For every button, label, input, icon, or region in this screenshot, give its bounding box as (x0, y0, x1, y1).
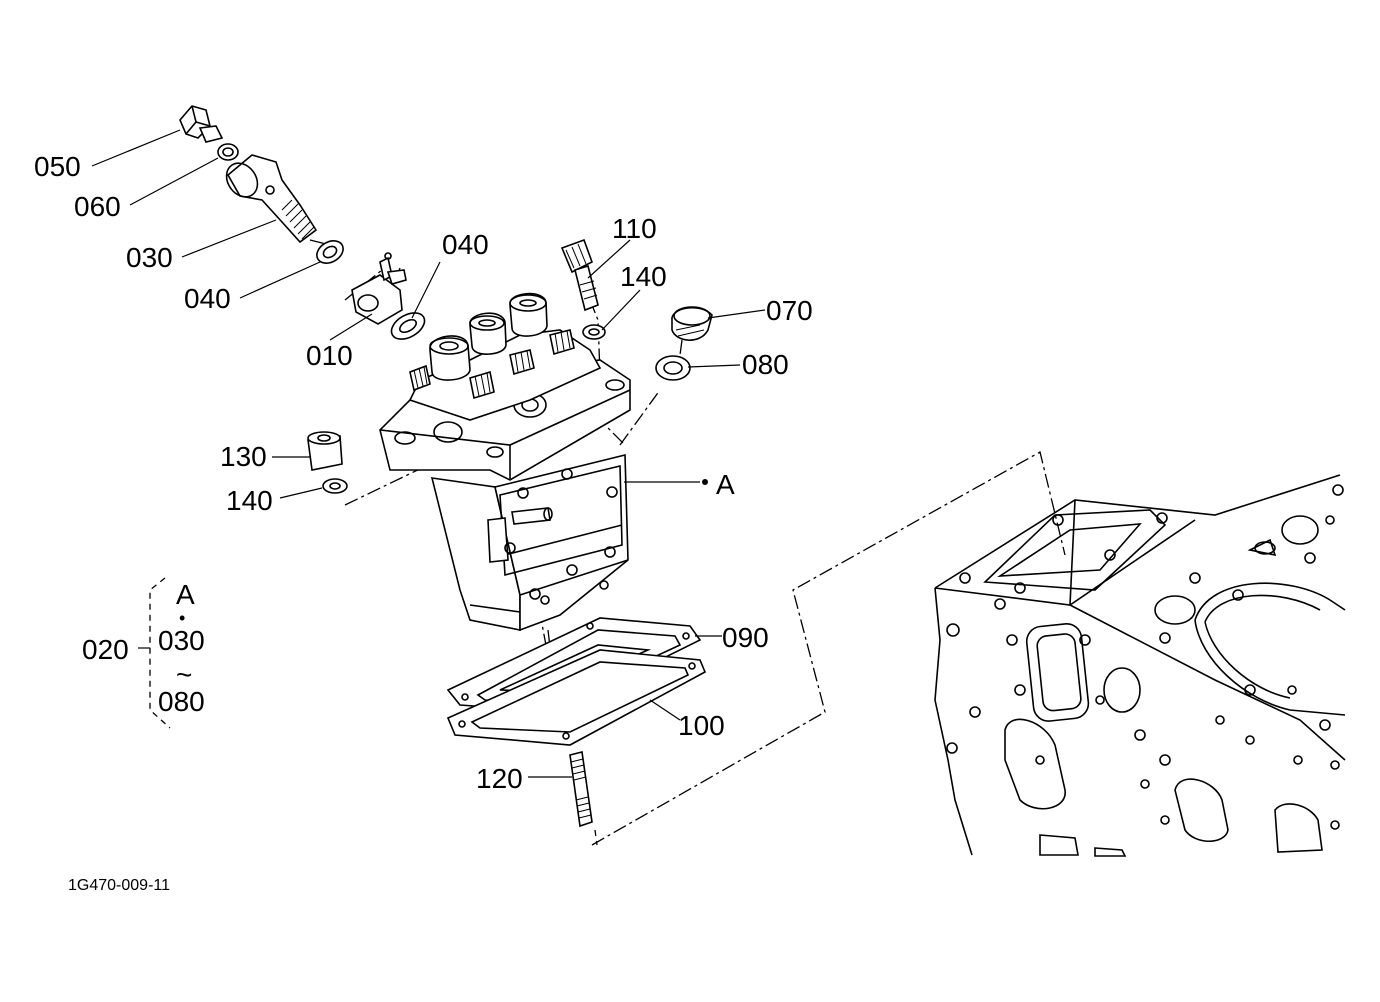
gasket-100 (446, 649, 707, 746)
label-080: 080 (742, 349, 789, 380)
group-line-A: A (176, 579, 195, 610)
label-040-b: 040 (442, 229, 489, 260)
collar-130 (307, 431, 343, 471)
reference-code: 1G470-009-11 (68, 877, 170, 894)
washer-140-b (322, 478, 348, 494)
fitting-010 (351, 252, 407, 325)
washer-140-a (582, 324, 606, 340)
engine-block (934, 474, 1346, 857)
label-060: 060 (74, 191, 121, 222)
bolt-110 (560, 238, 599, 312)
label-030: 030 (126, 242, 173, 273)
label-140-a: 140 (620, 261, 667, 292)
injection-pump (379, 292, 631, 632)
washer-080 (655, 355, 691, 381)
reference-dot (702, 479, 708, 485)
washer-040-b (390, 312, 426, 340)
washer-060 (217, 143, 239, 161)
group-tilde: ~ (176, 659, 192, 690)
group-id-label: 020 (82, 634, 129, 665)
label-130: 130 (220, 441, 267, 472)
leader-lines (91, 129, 766, 778)
group-line-080: 080 (158, 686, 205, 717)
label-140-b: 140 (226, 485, 273, 516)
label-100: 100 (678, 710, 725, 741)
label-040-a: 040 (184, 283, 231, 314)
label-070: 070 (766, 295, 813, 326)
label-090: 090 (722, 622, 769, 653)
group-line-030: 030 (158, 625, 205, 656)
stud-120 (569, 751, 593, 828)
banjo-fitting-030 (225, 154, 318, 244)
label-110: 110 (612, 213, 657, 244)
group-dot: • (179, 608, 185, 628)
plug-070 (671, 306, 713, 341)
label-050: 050 (34, 151, 81, 182)
label-010: 010 (306, 340, 353, 371)
label-120: 120 (476, 763, 523, 794)
washer-040-a (316, 240, 344, 264)
group-bracket (138, 577, 171, 729)
banjo-bolt-050 (179, 105, 224, 143)
label-A: A (716, 469, 735, 500)
